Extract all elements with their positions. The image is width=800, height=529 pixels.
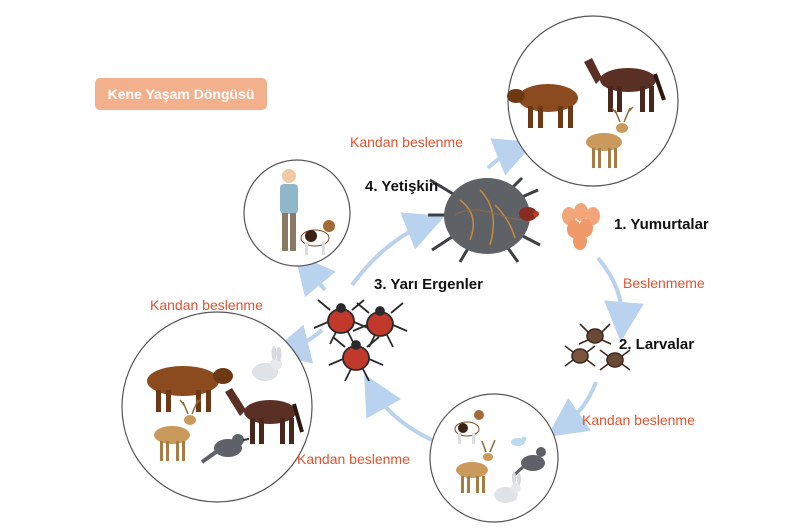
feeding-label-small-animals: Kandan beslenme <box>297 451 410 467</box>
arrow-nymphs-to-human <box>294 253 336 298</box>
person-icon <box>280 169 298 251</box>
adult-tick-icon <box>428 176 541 263</box>
arrow-small-animals-to-nymphs <box>364 374 433 442</box>
rabbit-icon <box>494 472 521 503</box>
dog-icon <box>454 410 484 444</box>
cow-icon <box>147 366 233 412</box>
larvae-icon <box>564 323 631 371</box>
horse-icon <box>225 388 304 444</box>
eggs-icon <box>562 203 600 250</box>
rabbit-icon <box>252 346 282 381</box>
nymphs-icon <box>313 299 408 382</box>
human-dog-circle <box>243 159 351 267</box>
stage-nymphs-label: 3. Yarı Ergenler <box>374 276 483 293</box>
arrow-nymphs-to-adult <box>350 212 445 287</box>
arrow-larvae-to-small-animals <box>546 381 598 438</box>
dog-icon <box>300 220 335 255</box>
feeding-label-larvae: Kandan beslenme <box>582 412 695 428</box>
title-badge: Kene Yaşam Döngüsü <box>95 78 267 110</box>
stage-larvae-label: 2. Larvalar <box>619 336 695 353</box>
stage-eggs-label: 1. Yumurtalar <box>614 216 709 233</box>
mouse-icon <box>511 436 527 446</box>
feeding-label-eggs: Beslenmeme <box>623 275 705 291</box>
horse-icon <box>584 58 666 112</box>
deer-icon <box>154 398 202 461</box>
deer-icon <box>456 439 496 493</box>
arrow-adult-to-large-animals <box>486 138 535 176</box>
arrow-eggs-to-larvae <box>596 256 644 342</box>
cow-icon <box>507 84 578 128</box>
hosts-circle <box>121 311 313 503</box>
small-animals-circle <box>429 393 559 523</box>
bird-icon <box>200 434 250 464</box>
feeding-label-nymphs: Kandan beslenme <box>150 297 263 313</box>
feeding-label-adult: Kandan beslenme <box>350 134 463 150</box>
large-animals-circle <box>507 15 679 187</box>
stage-adult-label: 4. Yetişkin <box>365 178 439 195</box>
deer-icon <box>586 106 634 168</box>
